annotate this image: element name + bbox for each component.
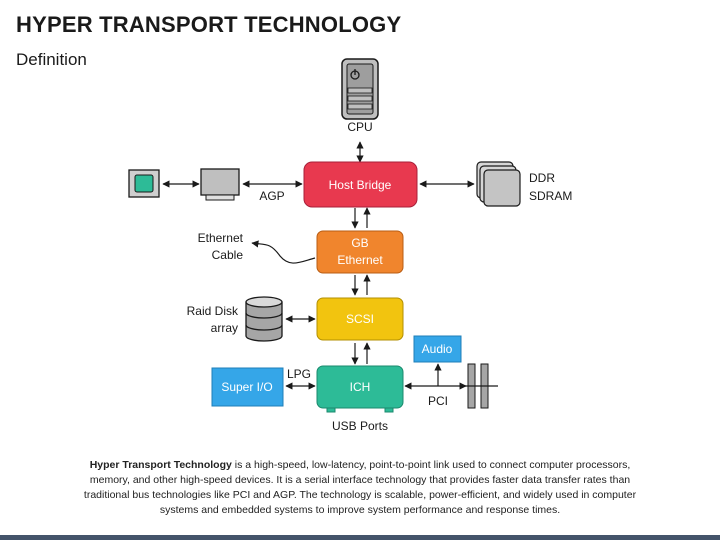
pci-bus-icon <box>465 363 498 409</box>
ddr-label-line1: DDR <box>529 171 555 185</box>
monitor-icon <box>128 169 160 198</box>
agp-label: AGP <box>259 189 284 203</box>
page-subtitle: Definition <box>16 50 87 69</box>
audio-box <box>413 335 462 363</box>
pci-label: PCI <box>428 394 448 408</box>
scsi-box <box>316 297 404 341</box>
scsi-node: SCSI <box>316 297 404 341</box>
gb-ethernet-label-line2: Ethernet <box>337 253 383 267</box>
host-bridge-box <box>303 161 418 208</box>
lpg-label: LPG <box>287 367 311 381</box>
ich-box <box>316 365 404 409</box>
connectors <box>162 141 475 390</box>
scsi-label: SCSI <box>346 312 374 326</box>
audio-node: Audio <box>413 335 462 363</box>
description: Hyper Transport Technology is a high-spe… <box>80 458 640 518</box>
usb-ports-label: USB Ports <box>332 419 388 433</box>
super-io-box <box>211 367 284 407</box>
ddr-label-line2: SDRAM <box>529 189 572 203</box>
ethernet-cable-label-line1: Ethernet <box>198 231 244 245</box>
agp-device-icon <box>200 168 240 201</box>
super-io-node: Super I/O <box>211 367 284 407</box>
host-bridge-label: Host Bridge <box>329 178 392 192</box>
super-io-label: Super I/O <box>221 380 272 394</box>
ich-label: ICH <box>350 380 371 394</box>
gb-ethernet-node: GB Ethernet <box>316 230 404 274</box>
description-term: Hyper Transport Technology <box>89 458 232 471</box>
raid-label-line1: Raid Disk <box>187 304 239 318</box>
page-title: HYPER TRANSPORT TECHNOLOGY <box>16 12 402 37</box>
raid-label-line2: array <box>211 321 238 335</box>
gb-ethernet-label-line1: GB <box>351 236 368 250</box>
cpu-label: CPU <box>347 120 372 134</box>
gb-ethernet-box <box>316 230 404 274</box>
description-text: is a high-speed, low-latency, point-to-p… <box>83 458 637 516</box>
cpu-tower-icon <box>341 58 379 120</box>
footer-bar <box>0 535 720 540</box>
ethernet-cable-curve <box>251 240 316 264</box>
ethernet-cable-label-line2: Cable <box>212 248 244 262</box>
ich-node: ICH <box>316 365 404 413</box>
host-bridge-node: Host Bridge <box>303 161 418 208</box>
audio-label: Audio <box>422 342 453 356</box>
disk-stack-icon <box>245 296 283 342</box>
ddr-sdram-icon <box>476 161 521 207</box>
